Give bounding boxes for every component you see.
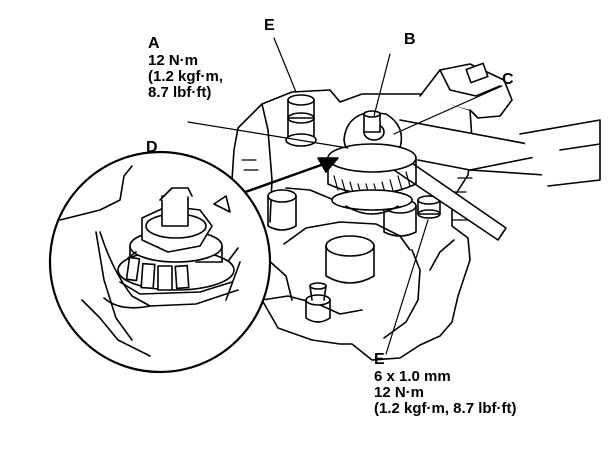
leader-c [393,85,503,135]
leader-a [187,121,349,149]
callout-a-torque: 12 N·m [148,52,199,69]
callout-c-letter: C [502,71,514,88]
callout-e-bottom-units: (1.2 kgf·m, 8.7 lbf·ft) [374,400,517,417]
callout-d-letter: D [146,139,158,156]
bolt-e-bottom [417,195,441,219]
callout-e-bottom-torque: 12 N·m [374,384,425,401]
callout-a-lbf: 8.7 lbf·ft) [148,84,212,101]
callout-a-letter: A [148,35,160,52]
detail-d-circle [48,150,272,374]
callout-e-top-letter: E [264,17,275,34]
leader-lines [187,37,503,355]
leader-e-bottom [385,219,429,355]
adjuster-assembly [327,110,417,215]
callout-a-kgf: (1.2 kgf·m, [148,68,224,85]
callout-e-bottom-size: 6 x 1.0 mm [374,368,451,385]
bracket-arm [399,62,601,187]
leader-b [373,53,391,117]
callout-b-letter: B [404,31,416,48]
leader-e-top [273,37,297,93]
callout-e-bottom-letter: E [374,351,385,368]
